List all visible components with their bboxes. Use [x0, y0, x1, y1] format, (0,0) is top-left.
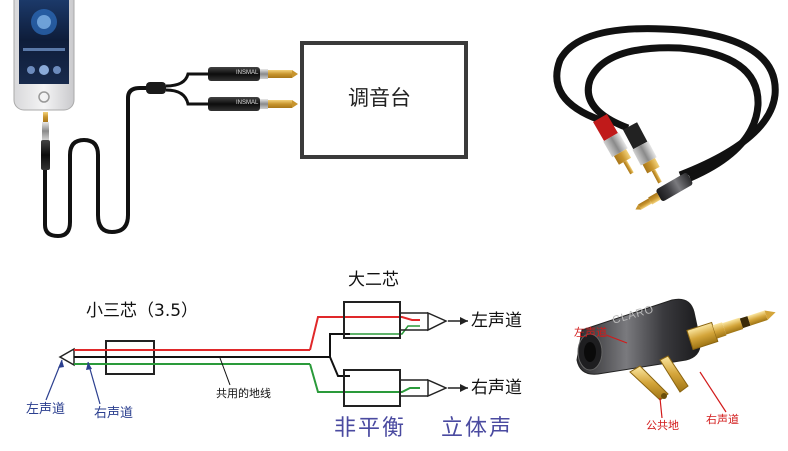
- unbalanced-label: 非平衡: [334, 416, 407, 441]
- photo-left-channel-label: 左声道: [574, 326, 607, 339]
- tip-right-channel-label: 右声道: [94, 406, 134, 421]
- rca-cable-photo: [553, 25, 779, 210]
- wiring-diagram: [45, 301, 468, 407]
- big-plug-right-box: [343, 369, 401, 407]
- plug-brand-lower: INSMAL: [236, 100, 259, 106]
- smartphone: [13, 0, 75, 111]
- photo-common-ground-label: 公共地: [646, 419, 679, 432]
- out-left-channel-label: 左声道: [471, 311, 522, 331]
- tip-left-channel-label: 左声道: [26, 402, 66, 417]
- y-splitter: [146, 82, 166, 94]
- plug-brand-upper: INSMAL: [236, 70, 259, 76]
- stereo-label: 立体声: [441, 416, 514, 441]
- mixer-label: 调音台: [348, 86, 411, 110]
- big-plug-left-box: [343, 301, 401, 339]
- big-2core-label: 大二芯: [348, 270, 399, 290]
- mini-jack-plug: [41, 112, 50, 170]
- small-3core-label: 小三芯（3.5）: [86, 301, 199, 321]
- y-cable: [43, 86, 150, 239]
- shared-ground-label: 共用的地线: [216, 387, 271, 400]
- quarter-inch-plug-upper: [208, 67, 298, 81]
- mixer-box: [300, 41, 468, 159]
- quarter-inch-plug-lower: [208, 97, 298, 111]
- photo-right-channel-label: 右声道: [706, 413, 739, 426]
- out-right-channel-label: 右声道: [471, 378, 522, 398]
- plug-photo: [576, 298, 776, 419]
